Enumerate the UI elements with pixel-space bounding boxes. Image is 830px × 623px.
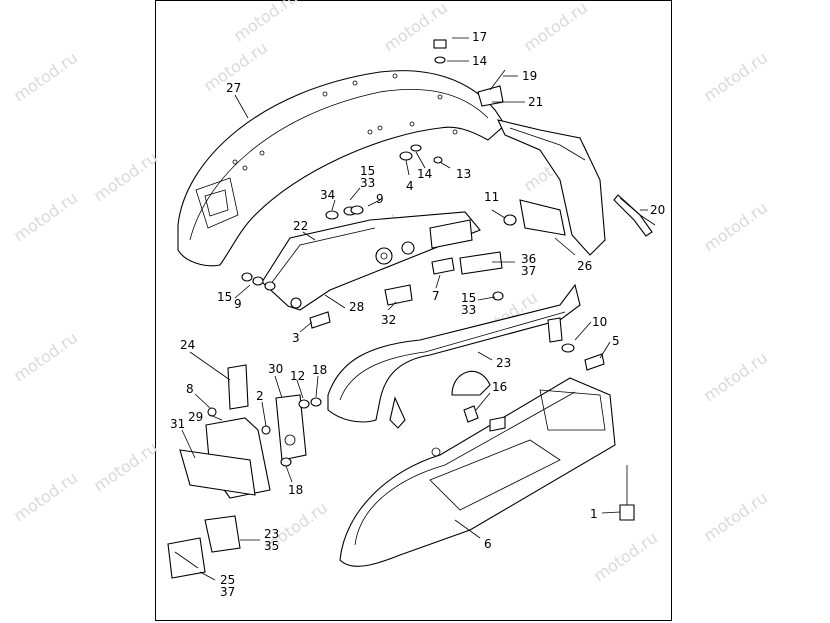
callout-11: 11 [484,190,499,204]
callout-30: 30 [268,362,283,376]
pad-parts [167,515,241,579]
wire-part [619,197,656,226]
callout-14: 14 [417,167,432,181]
callout-15: 15 [461,291,476,305]
callout-5: 5 [612,334,620,348]
callout-26: 26 [577,259,592,273]
callout-6: 6 [484,537,492,551]
callout-21: 21 [528,95,543,109]
callout-1: 1 [590,507,598,521]
plate-bracket-parts [179,364,322,499]
rear-fender-part [177,70,506,267]
callout-labels: 17 14 19 21 27 15 33 34 9 4 14 13 11 20 … [170,30,665,599]
callout-18: 18 [288,483,303,497]
callout-28: 28 [349,300,364,314]
callout-20: 20 [650,203,665,217]
callout-32: 32 [381,313,396,327]
belt-guard-part [327,283,581,429]
callout-36: 36 [521,252,536,266]
callout-37: 37 [220,585,235,599]
callout-34: 34 [320,188,335,202]
callout-4: 4 [406,179,414,193]
callout-29: 29 [188,410,203,424]
callout-31: 31 [170,417,185,431]
leader-lines [181,37,648,581]
callout-13: 13 [456,167,471,181]
callout-16: 16 [492,380,507,394]
callout-7: 7 [432,289,440,303]
callout-3: 3 [292,331,300,345]
callout-22: 22 [293,219,308,233]
callout-33: 33 [360,176,375,190]
callout-17: 17 [472,30,487,44]
callout-10: 10 [592,315,607,329]
callout-18: 18 [312,363,327,377]
hardware-parts [241,39,653,521]
callout-8: 8 [186,382,194,396]
callout-14: 14 [472,54,487,68]
lower-guard-part [339,377,616,567]
callout-35: 35 [264,539,279,553]
callout-33: 33 [461,303,476,317]
callout-23: 23 [496,356,511,370]
callout-15: 15 [217,290,232,304]
callout-2: 2 [256,389,264,403]
callout-19: 19 [522,69,537,83]
callout-27: 27 [226,81,241,95]
callout-23: 23 [264,527,279,541]
callout-9: 9 [376,192,384,206]
callout-9: 9 [234,297,242,311]
bracket-part [497,119,606,256]
fender-support-part [261,211,481,311]
callout-25: 25 [220,573,235,587]
callout-15: 15 [360,164,375,178]
callout-24: 24 [180,338,195,352]
callout-12: 12 [290,369,305,383]
callout-37: 37 [521,264,536,278]
